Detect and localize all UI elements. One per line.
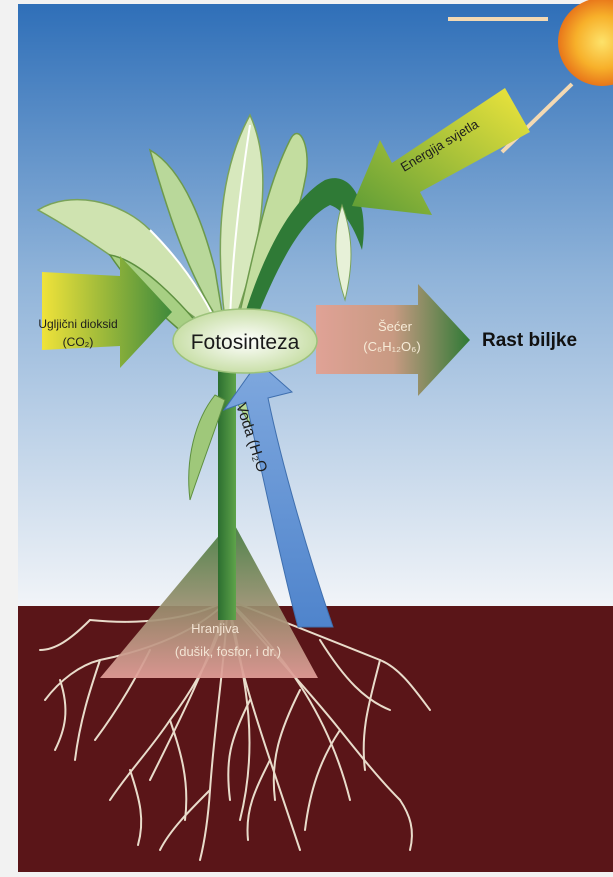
photosynthesis-label: Fotosinteza [191,331,300,354]
co2-formula: (CO₂) [63,335,94,349]
plant-stem [218,330,236,620]
plant-growth-label: Rast biljke [482,330,577,351]
sugar-formula: (C₆H₁₂O₆) [363,339,420,354]
sugar-label: Šećer [378,319,413,334]
soil-background [18,606,613,872]
co2-label: Ugljični dioksid [38,317,117,331]
nutrients-label: Hranjiva [191,621,239,636]
nutrients-detail: (dušik, fosfor, i dr.) [175,644,281,659]
